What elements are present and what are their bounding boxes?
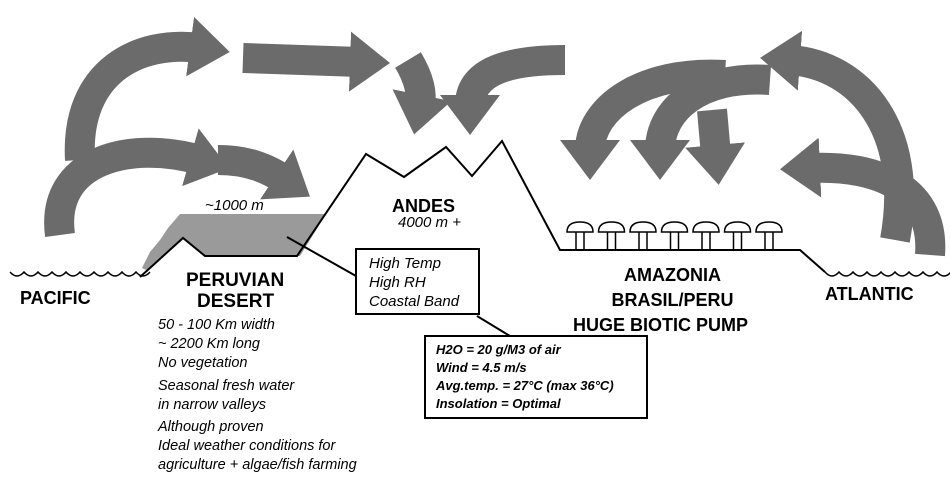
arrow-descend-andes-right: [440, 45, 566, 135]
amazonia-label: AMAZONIA: [624, 265, 721, 285]
tree-icon: [755, 221, 783, 250]
atlantic-waves: [824, 270, 950, 277]
connector-box-to-box: [476, 315, 511, 337]
tree-icon: [660, 221, 689, 250]
pacific-label: PACIFIC: [20, 288, 91, 308]
arrow-amazon-2: [630, 64, 772, 180]
arrow-pacific-upper: [64, 16, 230, 161]
tree-icon: [629, 221, 657, 250]
desert-note: 50 - 100 Km width: [158, 317, 275, 333]
tree-icon: [566, 221, 594, 250]
connector-desert-to-box: [286, 236, 357, 277]
andes-label: ANDES: [392, 196, 456, 216]
condition-temp: Avg.temp. = 27°C (max 36°C): [436, 378, 614, 393]
arrow-to-desert: [217, 145, 310, 200]
desert-note: Seasonal fresh water: [158, 378, 295, 394]
condition-h2o: H2O = 20 g/M3 of air: [436, 342, 561, 357]
coastal-note: High Temp: [369, 255, 441, 272]
coastal-band-box: High Temp High RH Coastal Band: [355, 248, 480, 315]
tree-icon: [723, 221, 752, 250]
desert-note: agriculture + algae/fish farming: [158, 457, 357, 473]
desert-height-label: ~1000 m: [205, 197, 264, 214]
condition-wind: Wind = 4.5 m/s: [436, 360, 527, 375]
coastal-note: High RH: [369, 274, 426, 291]
condition-insolation: Insolation = Optimal: [436, 396, 561, 411]
amazonia-block: AMAZONIA BRASIL/PERU: [590, 263, 755, 313]
arrow-atlantic-lower: [780, 137, 946, 257]
desert-note: No vegetation: [158, 355, 248, 371]
arrow-pacific-lower: [44, 128, 229, 237]
biotic-pump-label: HUGE BIOTIC PUMP: [573, 315, 749, 335]
rainforest-trees: [566, 221, 783, 250]
desert-note: Although proven: [158, 419, 264, 435]
desert-plateau: [142, 214, 326, 270]
pacific-waves: [9, 270, 151, 277]
desert-note: ~ 2200 Km long: [158, 336, 260, 352]
andes-height-label: 4000 m +: [398, 214, 461, 231]
brasil-peru-label: BRASIL/PERU: [611, 290, 734, 310]
airflow-arrows: [44, 16, 946, 257]
coastal-note: Coastal Band: [369, 293, 460, 310]
desert-note: Ideal weather conditions for: [158, 438, 336, 454]
arrow-high-east: [242, 31, 390, 92]
atlantic-label: ATLANTIC: [825, 284, 914, 304]
arrow-descend-andes-left: [392, 52, 452, 135]
tree-icon: [692, 221, 720, 250]
desert-note: in narrow valleys: [158, 397, 266, 413]
desert-notes: 50 - 100 Km width ~ 2200 Km long No vege…: [158, 316, 357, 475]
tree-icon: [597, 221, 626, 250]
arrow-amazon-3: [685, 108, 745, 185]
conditions-box: H2O = 20 g/M3 of air Wind = 4.5 m/s Avg.…: [424, 335, 648, 419]
arrow-atlantic-upper: [760, 30, 915, 243]
arrow-amazon-1: [560, 59, 726, 180]
terrain-profile: [139, 139, 826, 278]
peruvian-label: PERUVIAN: [186, 270, 285, 291]
desert-label: DESERT: [197, 291, 275, 312]
